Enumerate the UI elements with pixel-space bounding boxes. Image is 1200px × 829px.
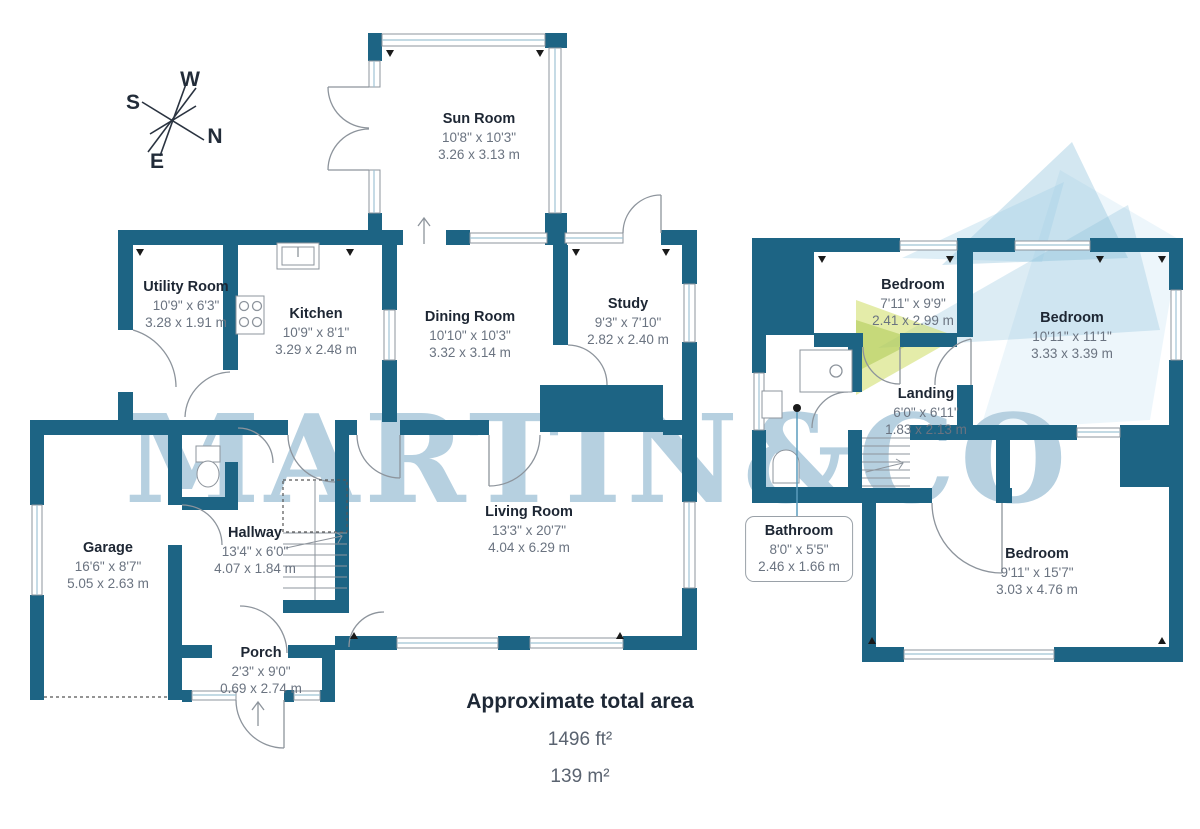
room-dims-metric: 2.46 x 1.66 m xyxy=(758,559,840,575)
shower xyxy=(799,349,853,393)
room-name: Sun Room xyxy=(442,111,516,128)
room-dims-imperial: 6'0" x 6'11" xyxy=(893,404,959,420)
compass-east: E xyxy=(149,150,165,173)
room-name: Bathroom xyxy=(764,523,834,540)
total-area-metric: 139 m² xyxy=(550,766,610,787)
room-name: Utility Room xyxy=(143,279,229,296)
room-dims-metric: 4.07 x 1.84 m xyxy=(214,561,296,577)
total-area-imperial: 1496 ft² xyxy=(547,729,613,750)
ground-floor-walls xyxy=(30,33,697,702)
room-dims-metric: 3.03 x 4.76 m xyxy=(996,582,1078,598)
first-floor-walls xyxy=(752,238,1183,662)
room-name: Bedroom xyxy=(881,277,945,294)
room-dims-metric: 1.83 x 2.13 m xyxy=(885,422,967,438)
compass-rose xyxy=(141,83,205,157)
first-floor-windows xyxy=(753,240,1182,660)
ground-floor-stairs xyxy=(282,479,348,600)
callout-anchor-dot xyxy=(793,404,801,412)
first-floor-fixtures xyxy=(761,349,853,516)
compass-west: W xyxy=(180,68,200,91)
room-name: Dining Room xyxy=(424,309,516,326)
total-area-summary: Approximate total area 1496 ft² 139 m² xyxy=(466,690,694,788)
room-label-study: Study 9'3" x 7'10" 2.82 x 2.40 m xyxy=(587,295,669,349)
room-label-hallway: Hallway 13'4" x 6'0" 4.07 x 1.84 m xyxy=(214,524,296,578)
room-label-dining-room: Dining Room 10'10" x 10'3" 3.32 x 3.14 m xyxy=(425,308,515,362)
room-dims-imperial: 13'4" x 6'0" xyxy=(221,543,289,559)
room-dims-metric: 3.33 x 3.39 m xyxy=(1031,346,1113,362)
room-dims-metric: 5.05 x 2.63 m xyxy=(67,576,149,592)
room-name: Kitchen xyxy=(289,306,343,323)
room-dims-imperial: 10'11" x 11'1" xyxy=(1032,328,1112,344)
room-label-bedroom-1: Bedroom 7'11" x 9'9" 2.41 x 2.99 m xyxy=(872,276,954,330)
room-name: Living Room xyxy=(485,504,573,521)
compass-north: N xyxy=(207,125,223,148)
room-dims-metric: 4.04 x 6.29 m xyxy=(488,540,570,556)
room-label-utility-room: Utility Room 10'9" x 6'3" 3.28 x 1.91 m xyxy=(143,278,228,332)
room-label-sun-room: Sun Room 10'8" x 10'3" 3.26 x 3.13 m xyxy=(438,110,520,164)
entry-arrow-porch xyxy=(251,700,265,726)
room-dims-imperial: 10'8" x 10'3" xyxy=(441,129,517,145)
wc-toilet xyxy=(195,445,221,463)
room-name: Bedroom xyxy=(1040,310,1104,327)
room-dims-imperial: 10'9" x 6'3" xyxy=(152,297,220,313)
ground-floor-doors xyxy=(132,86,662,749)
room-name: Garage xyxy=(83,540,133,557)
room-label-kitchen: Kitchen 10'9" x 8'1" 3.29 x 2.48 m xyxy=(275,305,357,359)
ground-floor-fixtures xyxy=(195,242,320,488)
ground-floor-windows xyxy=(31,33,696,701)
room-label-bedroom-2: Bedroom 10'11" x 11'1" 3.33 x 3.39 m xyxy=(1031,309,1113,363)
room-dims-imperial: 7'11" x 9'9" xyxy=(880,295,946,311)
room-label-bathroom-callout: Bathroom 8'0" x 5'5" 2.46 x 1.66 m xyxy=(745,516,853,582)
room-label-landing: Landing 6'0" x 6'11" 1.83 x 2.13 m xyxy=(885,385,967,439)
first-floor-doors xyxy=(811,338,1003,574)
room-dims-imperial: 9'11" x 15'7" xyxy=(1000,564,1074,580)
room-dims-imperial: 10'10" x 10'3" xyxy=(429,327,511,343)
room-name: Landing xyxy=(897,386,955,403)
room-dims-metric: 2.82 x 2.40 m xyxy=(587,332,669,348)
room-name: Hallway xyxy=(228,525,282,542)
bathroom-sink xyxy=(761,390,783,419)
room-label-living-room: Living Room 13'3" x 20'7" 4.04 x 6.29 m xyxy=(485,503,573,557)
room-dims-imperial: 10'9" x 8'1" xyxy=(282,324,350,340)
room-label-bedroom-3: Bedroom 9'11" x 15'7" 3.03 x 4.76 m xyxy=(996,545,1078,599)
room-dims-metric: 2.41 x 2.99 m xyxy=(872,313,954,329)
room-dims-metric: 3.32 x 3.14 m xyxy=(429,345,511,361)
dimension-ticks xyxy=(136,50,1166,644)
room-dims-metric: 3.26 x 3.13 m xyxy=(438,147,520,163)
room-dims-imperial: 8'0" x 5'5" xyxy=(769,541,829,557)
room-name: Bedroom xyxy=(1005,546,1069,563)
total-area-title: Approximate total area xyxy=(466,690,694,713)
room-dims-imperial: 9'3" x 7'10" xyxy=(594,314,662,330)
room-dims-imperial: 16'6" x 8'7" xyxy=(74,558,142,574)
room-dims-imperial: 13'3" x 20'7" xyxy=(491,522,567,538)
room-label-garage: Garage 16'6" x 8'7" 5.05 x 2.63 m xyxy=(67,539,149,593)
compass-south: S xyxy=(125,91,141,114)
bathroom-toilet xyxy=(772,449,800,484)
room-name: Study xyxy=(607,296,649,313)
entry-arrow-sunroom xyxy=(417,216,431,244)
room-label-porch: Porch 2'3" x 9'0" 0.69 x 2.74 m xyxy=(220,644,302,698)
room-dims-metric: 0.69 x 2.74 m xyxy=(220,681,302,697)
room-name: Porch xyxy=(240,645,282,662)
first-floor-stairs xyxy=(862,437,910,487)
room-dims-metric: 3.28 x 1.91 m xyxy=(145,315,227,331)
room-dims-imperial: 2'3" x 9'0" xyxy=(231,663,291,679)
room-dims-metric: 3.29 x 2.48 m xyxy=(275,342,357,358)
